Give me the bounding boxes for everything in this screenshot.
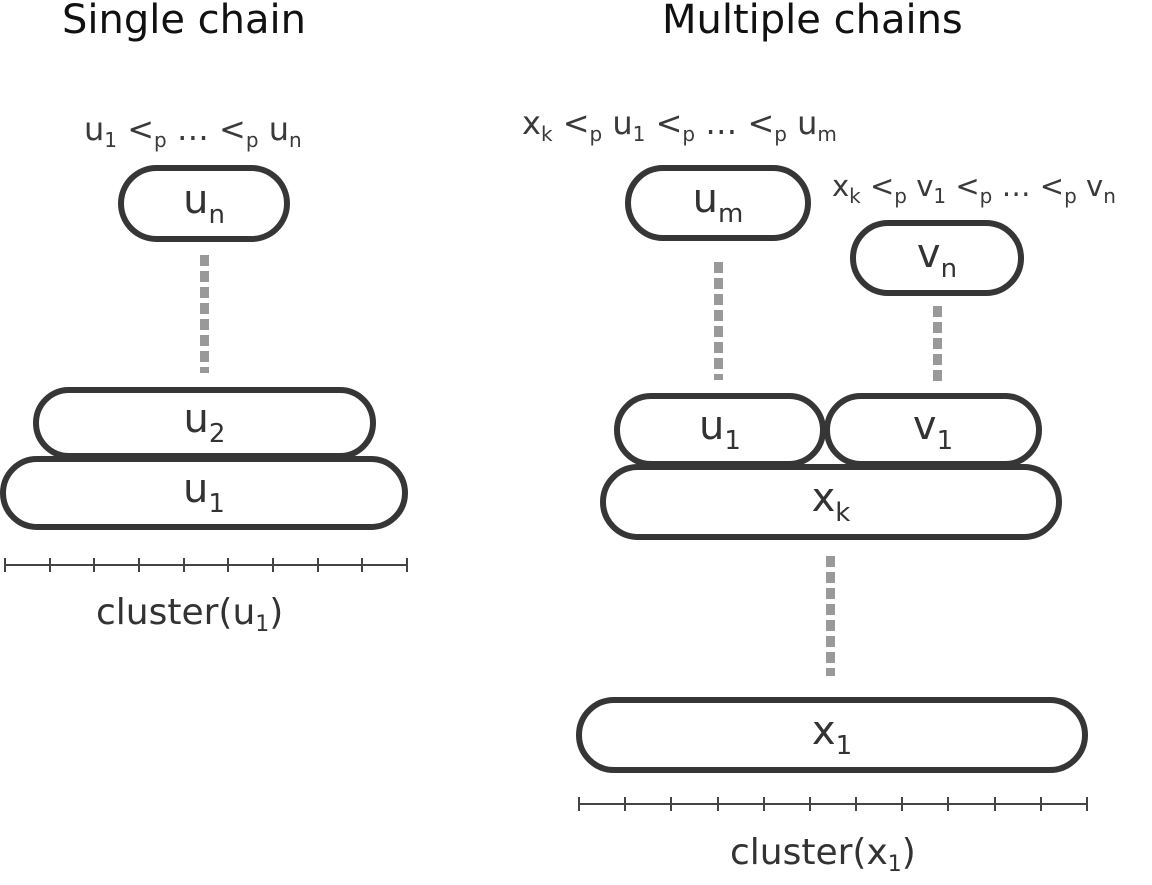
axis-tick: [361, 558, 364, 572]
axis-tick: [993, 797, 996, 811]
axis-tick: [93, 558, 96, 572]
axis-label-cluster-x1: cluster(x1): [730, 832, 916, 878]
axis-line: [4, 564, 408, 566]
chain-dots-u: [714, 262, 723, 380]
axis-tick: [855, 797, 858, 811]
single-chain-title: Single chain: [62, 0, 307, 43]
axis-tick: [670, 797, 673, 811]
node-um: um: [625, 165, 811, 241]
chain-dots-x: [826, 556, 835, 676]
axis-tick: [624, 797, 627, 811]
multiple-chains-title: Multiple chains: [662, 0, 963, 43]
axis-tick: [1086, 797, 1088, 811]
axis-tick: [4, 558, 6, 572]
axis-tick: [182, 558, 185, 572]
node-x1: x1: [576, 697, 1088, 773]
axis-tick: [316, 558, 319, 572]
cluster-axis-single: [4, 558, 408, 572]
axis-tick: [1039, 797, 1042, 811]
node-u1-single: u1: [0, 456, 408, 530]
axis-line: [578, 803, 1088, 805]
axis-tick: [138, 558, 140, 572]
multiple-chain-ordering-v: xk <p v1 <p … <p vn: [832, 169, 1116, 208]
single-chain-ordering: u1 <p … <p un: [84, 110, 302, 152]
chain-dots-single: [200, 255, 209, 373]
node-v1: v1: [824, 393, 1042, 467]
axis-tick: [808, 797, 811, 811]
node-un: un: [118, 165, 290, 242]
axis-tick: [227, 558, 230, 572]
axis-label-cluster-u1: cluster(u1): [96, 592, 284, 638]
chain-dots-v: [933, 306, 942, 381]
node-vn: vn: [850, 220, 1024, 296]
axis-tick: [48, 558, 51, 572]
multiple-chain-ordering-u: xk <p u1 <p … <p um: [522, 104, 837, 146]
axis-tick: [406, 558, 408, 572]
axis-tick: [716, 797, 719, 811]
axis-tick: [272, 558, 274, 572]
axis-tick: [578, 797, 580, 811]
node-xk: xk: [600, 464, 1062, 540]
node-u1-multi: u1: [614, 393, 826, 467]
axis-tick: [762, 797, 765, 811]
axis-tick: [947, 797, 950, 811]
cluster-axis-multiple: [578, 797, 1088, 811]
node-u2: u2: [33, 387, 376, 459]
axis-tick: [901, 797, 904, 811]
